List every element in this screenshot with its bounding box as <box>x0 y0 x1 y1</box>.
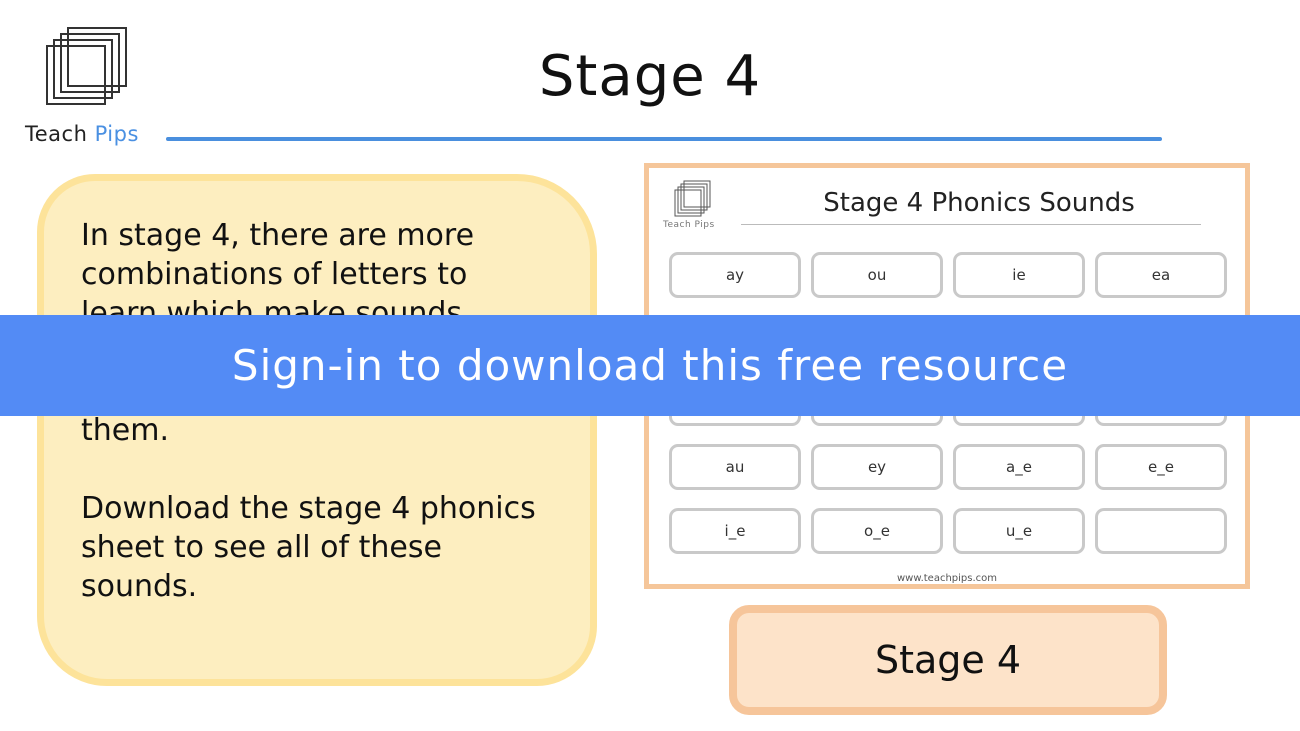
sound-cell: ea <box>1095 252 1227 298</box>
info-paragraph-2: Download the stage 4 phonics sheet to se… <box>81 491 536 604</box>
sound-cell: e_e <box>1095 444 1227 490</box>
sound-cell: u_e <box>953 508 1085 554</box>
info-card-text: In stage 4, there are more combinations … <box>81 216 551 645</box>
sound-cell: ey <box>811 444 943 490</box>
page-title: Stage 4 <box>538 44 762 109</box>
worksheet-title: Stage 4 Phonics Sounds <box>823 188 1135 218</box>
sound-cell: au <box>669 444 801 490</box>
worksheet-footer-url: www.teachpips.com <box>896 573 998 584</box>
teach-pips-logo-icon <box>46 27 127 105</box>
sound-cell: ay <box>669 252 801 298</box>
logo-text: Teach Pips <box>25 122 139 146</box>
logo-text-pips: Pips <box>94 122 139 146</box>
worksheet-logo-icon <box>674 180 711 217</box>
worksheet-logo-text: Teach Pips <box>663 220 715 230</box>
logo-text-teach: Teach <box>25 122 88 146</box>
sound-cell: i_e <box>669 508 801 554</box>
sound-cell <box>1095 508 1227 554</box>
sound-cell: ie <box>953 252 1085 298</box>
sound-cell: o_e <box>811 508 943 554</box>
title-divider <box>166 137 1162 141</box>
signin-download-banner[interactable]: Sign-in to download this free resource <box>0 315 1300 416</box>
info-card <box>37 174 597 686</box>
sound-cell: a_e <box>953 444 1085 490</box>
stage-label-button[interactable]: Stage 4 <box>729 605 1167 715</box>
sound-cell: ou <box>811 252 943 298</box>
worksheet-divider <box>741 224 1201 225</box>
